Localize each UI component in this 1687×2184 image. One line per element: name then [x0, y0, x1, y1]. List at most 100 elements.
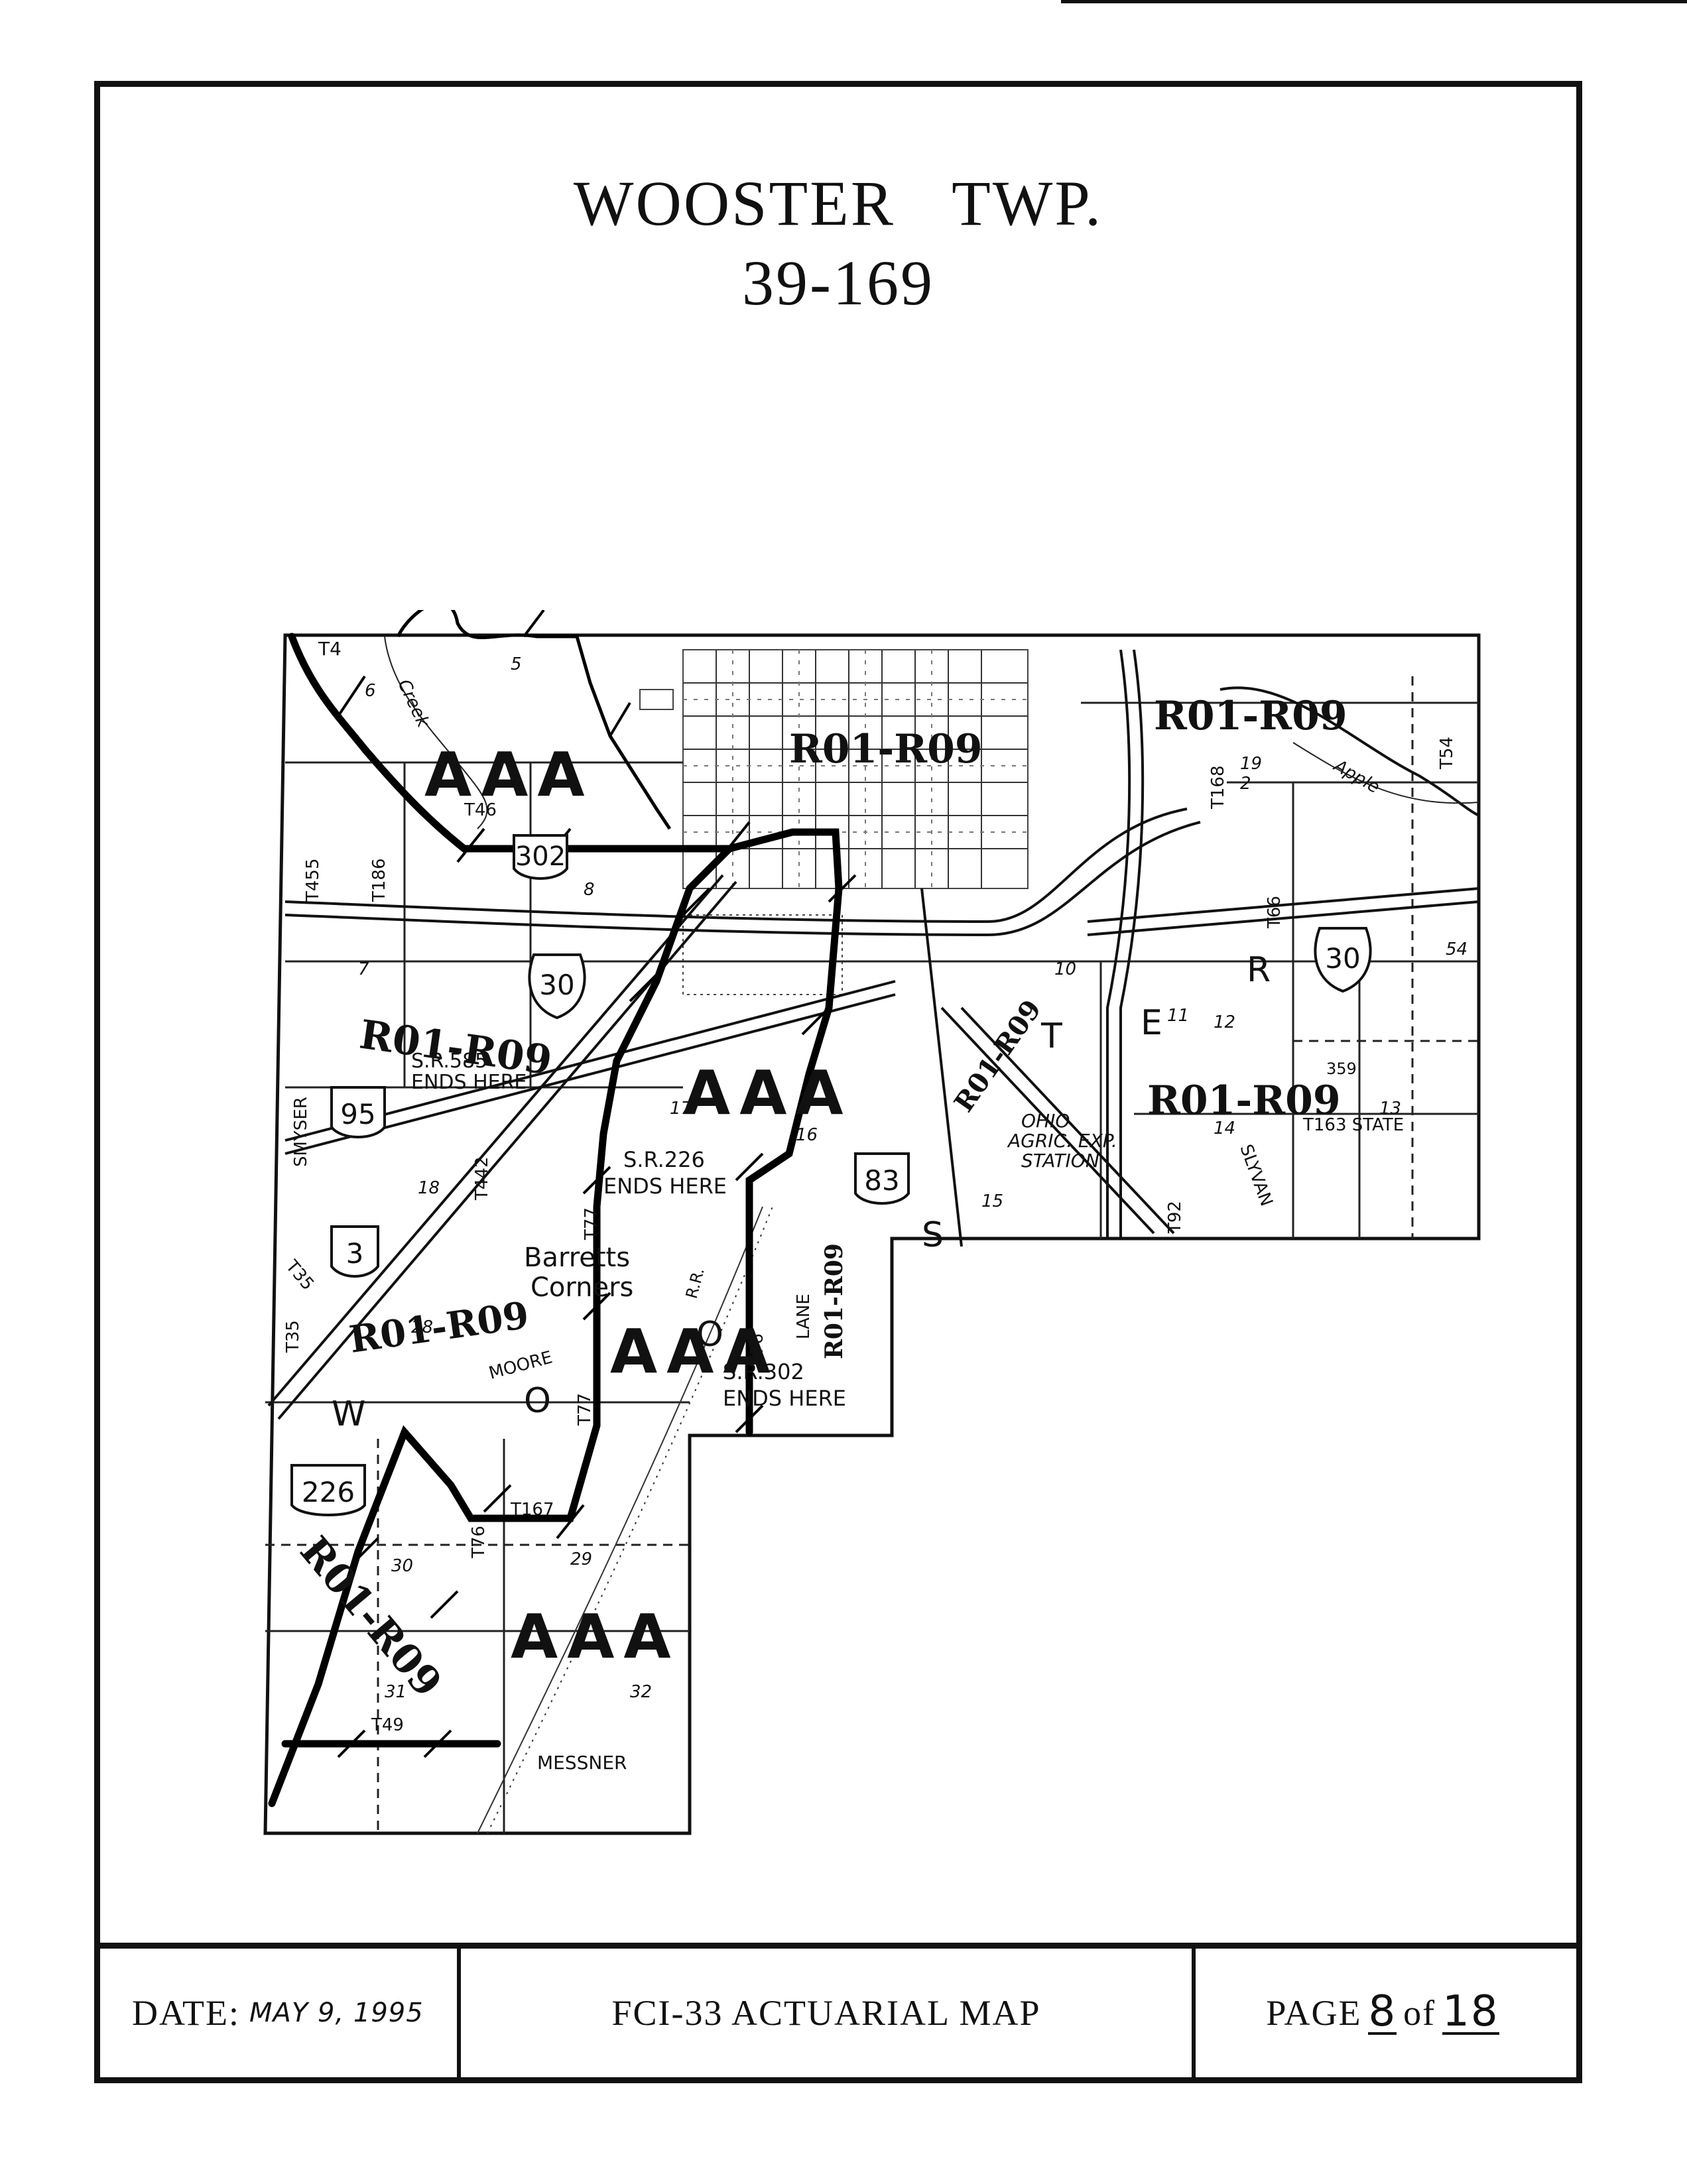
sr-302-shield-number: 302 — [515, 841, 566, 872]
page-current: 8 — [1368, 1987, 1397, 2036]
killbuck-creek — [384, 636, 488, 829]
road-label-lane: LANE — [794, 1294, 814, 1339]
road-label-t76a: T76 — [747, 1333, 767, 1366]
section-number: 15 — [981, 1191, 1003, 1211]
sr-83-shield: 83 — [854, 1152, 910, 1205]
us-30-shield-1-number: 30 — [539, 969, 574, 1001]
sr-226-shield-number: 226 — [302, 1476, 355, 1508]
note-sr226: S.R.226 — [623, 1147, 705, 1172]
section-number: 29 — [570, 1549, 592, 1569]
section-number: 28 — [411, 1317, 433, 1337]
road-label-t66: T66 — [1265, 896, 1284, 929]
sr-302-shield: 302 — [513, 834, 568, 880]
map-notes: S.R.585 ENDS HERE S.R.226 ENDS HERE S.R.… — [411, 1050, 1117, 1411]
page-total: 18 — [1442, 1987, 1499, 2036]
date-value: MAY 9, 1995 — [249, 1998, 424, 2028]
road-label-t167: T167 — [510, 1500, 554, 1520]
township-letter: O — [696, 1315, 723, 1355]
township-letters: W O O S T E R — [332, 950, 1271, 1434]
road-label-t76b: T76 — [469, 1526, 489, 1559]
note-corners: Corners — [531, 1272, 633, 1303]
section-number: 14 — [1214, 1119, 1235, 1138]
zone-label-2: AAA — [683, 1058, 853, 1128]
map-name: FCI-33 ACTUARIAL MAP — [611, 1993, 1041, 2033]
section-number: 17 — [670, 1099, 692, 1119]
zone-label-4: AAA — [511, 1601, 680, 1672]
road-label-t4: T4 — [318, 638, 342, 660]
township-map: T4 T455 T186 T46 T168 T66 T54 SMYSER T44… — [263, 610, 1481, 1835]
sr-3-shield-number: 3 — [346, 1237, 364, 1270]
us-30-highway — [284, 649, 1479, 1239]
page-title: WOOSTER TWP. — [573, 168, 1103, 239]
railroad — [477, 1206, 773, 1834]
sr-226-shield: 226 — [290, 1464, 366, 1516]
section-number: 12 — [1214, 1012, 1235, 1032]
note-agric: AGRIC. EXP. — [1007, 1130, 1117, 1152]
note-ohio: OHIO — [1021, 1110, 1070, 1132]
township-code: 39-169 — [742, 247, 934, 318]
section-number: 16 — [796, 1125, 818, 1145]
section-number: 11 — [1167, 1006, 1189, 1026]
sr-95-shield-number: 95 — [340, 1098, 375, 1130]
road-label-t46: T46 — [464, 800, 497, 820]
note-ends-here-2: ENDS HERE — [603, 1174, 727, 1199]
section-number: 6 — [365, 681, 376, 701]
actuarial-zones: AAA AAA AAA AAA — [424, 739, 853, 1672]
section-numbers: 5 6 8 7 18 19 2 10 11 12 13 14 15 16 17 … — [358, 654, 1468, 1702]
section-number: 10 — [1054, 959, 1076, 979]
township-letter: S — [922, 1215, 944, 1255]
section-number: 30 — [391, 1556, 413, 1576]
section-number: 18 — [418, 1178, 440, 1198]
apple-creek — [1292, 742, 1479, 804]
footer-bar: DATE: MAY 9, 1995 FCI-33 ACTUARIAL MAP P… — [100, 1943, 1576, 2077]
road-label-t49: T49 — [371, 1715, 404, 1735]
sr-83-shield-number: 83 — [864, 1164, 899, 1197]
us-30-shield-2-number: 30 — [1325, 942, 1360, 975]
road-label-359: 359 — [1326, 1060, 1357, 1078]
road-label-smyser: SMYSER — [291, 1097, 311, 1167]
zone-boundary-thin — [396, 610, 672, 830]
township-letter: E — [1141, 1003, 1162, 1043]
rate-label-4: R01-R09 — [1147, 1077, 1341, 1124]
section-number: 7 — [358, 959, 369, 979]
rate-label-2: R01-R09 — [1154, 693, 1347, 739]
road-label-t455: T455 — [303, 858, 323, 902]
zone-boundary-line — [268, 633, 843, 1807]
note-ends-here-3: ENDS HERE — [723, 1386, 846, 1411]
us-30-shield-2: 30 — [1314, 927, 1372, 993]
section-number: 8 — [584, 880, 595, 900]
page-prefix: PAGE — [1266, 1993, 1362, 2033]
date-cell: DATE: MAY 9, 1995 — [100, 1949, 461, 2077]
city-grid — [639, 649, 1029, 995]
date-label: DATE: — [132, 1993, 240, 2033]
page-of: of — [1403, 1993, 1436, 2033]
road-label-t442: T442 — [472, 1156, 492, 1201]
section-number: 32 — [630, 1682, 652, 1702]
rate-label-7: R01-R09 — [820, 1243, 848, 1359]
note-station: STATION — [1021, 1150, 1099, 1172]
road-label-t168: T168 — [1208, 765, 1228, 810]
section-number: 19 — [1240, 754, 1262, 774]
note-sr302: S.R.302 — [723, 1359, 804, 1384]
us-30-shield-1: 30 — [528, 953, 586, 1020]
rate-label-1: R01-R09 — [789, 726, 983, 772]
township-letter: W — [332, 1394, 365, 1434]
boundary-ticks — [337, 610, 857, 1758]
section-number: 13 — [1379, 1099, 1401, 1119]
road-label-t77a: T77 — [582, 1207, 601, 1241]
route-shields: 30 30 302 95 3 83 226 — [290, 834, 1372, 1516]
note-ends-here-1: ENDS HERE — [411, 1071, 527, 1094]
top-edge-line — [1061, 0, 1687, 3]
section-number: 31 — [385, 1682, 406, 1702]
map-frame: WOOSTER TWP. 39-169 DATE: MAY 9, 1995 FC… — [94, 81, 1582, 2083]
road-label-t35b: T35 — [283, 1320, 303, 1353]
township-boundary — [263, 633, 1481, 1835]
page-cell: PAGE 8 of 18 — [1196, 1949, 1576, 2077]
map-name-cell: FCI-33 ACTUARIAL MAP — [461, 1949, 1196, 2077]
road-label-t77b: T77 — [575, 1393, 595, 1426]
road-label-t163: T163 STATE — [1302, 1115, 1404, 1135]
note-barretts: Barretts — [524, 1243, 630, 1273]
sr-95-shield: 95 — [330, 1086, 386, 1138]
note-sr585: S.R.585 — [411, 1050, 487, 1073]
zone-label-1: AAA — [424, 739, 594, 810]
